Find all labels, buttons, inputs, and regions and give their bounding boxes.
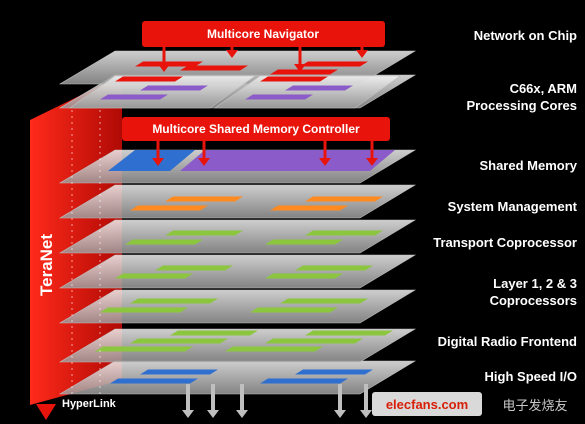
network-link [300, 61, 368, 67]
msmc-arrow-head [152, 158, 164, 166]
plane-system-management-block [165, 196, 243, 202]
msmc-bar [122, 117, 390, 141]
plane-layer123-upper-block [115, 273, 193, 279]
msmc-arrow-head [198, 158, 210, 166]
watermark: elecfans.com 电子发烧友 [372, 392, 568, 416]
navigator-arrow-head [158, 64, 170, 72]
io-arrow-head [334, 410, 346, 418]
network-link [180, 65, 248, 71]
navigator-arrow-head [294, 64, 306, 72]
plane-radio-block [305, 330, 393, 336]
io-arrow-head [182, 410, 194, 418]
plane-io-block [110, 378, 198, 384]
layer-label-radio: Digital Radio Frontend [437, 334, 577, 349]
plane-transport-block [265, 239, 343, 245]
plane-transport-block [125, 239, 203, 245]
plane-radio-block [95, 346, 193, 352]
plane-system-management-block [305, 196, 383, 202]
plane-io [58, 360, 417, 395]
plane-transport [58, 219, 417, 254]
teranet-label: TeraNet [37, 234, 56, 296]
layer-label-system-management: System Management [447, 199, 577, 214]
plane-transport-block [305, 230, 383, 236]
plane-layer123-upper-block [295, 265, 373, 271]
plane-layer123-upper-block [155, 265, 233, 271]
navigator-arrow-head [226, 50, 238, 58]
plane-transport-block [165, 230, 243, 236]
layer-label-transport: Transport Coprocessor [433, 235, 577, 250]
layer-label-layer123: Layer 1, 2 & 3 Coprocessors [489, 276, 577, 308]
layer-label-cores: C66x, ARM Processing Cores [466, 81, 577, 113]
plane-layer123-block [250, 307, 338, 313]
plane-layer123-upper [58, 254, 417, 289]
shared-memory-purple-block [180, 150, 395, 171]
plane-radio [58, 328, 417, 363]
multicore-navigator-bar [142, 21, 385, 47]
plane-radio-block [225, 346, 323, 352]
core-block [140, 85, 208, 91]
core-block [285, 85, 353, 91]
layer-label-shared-memory: Shared Memory [479, 158, 577, 173]
navigator-arrow-head [356, 50, 368, 58]
plane-system-management-block [270, 205, 348, 211]
io-arrow-head [360, 410, 372, 418]
core-block [260, 76, 328, 82]
plane-radio-block [170, 330, 258, 336]
plane-radio-block [130, 338, 228, 344]
core-cluster-left [69, 75, 256, 109]
io-arrow-head [236, 410, 248, 418]
watermark-cn: 电子发烧友 [502, 398, 567, 414]
msmc-label: Multicore Shared Memory Controller [152, 122, 360, 136]
layer-label-network: Network on Chip [473, 28, 577, 43]
network-link [270, 69, 338, 75]
shared-memory-blue-block [108, 150, 195, 171]
plane-layer123 [58, 289, 417, 324]
core-block [100, 94, 168, 100]
plane-io-block [295, 369, 373, 375]
plane-layer123-upper-block [265, 273, 343, 279]
plane-io-block [260, 378, 348, 384]
plane-radio-block [265, 338, 363, 344]
plane-io-block [140, 369, 218, 375]
msmc-arrow-head [319, 158, 331, 166]
layer-label-io: High Speed I/O [484, 369, 577, 384]
msmc-arrow-head [366, 158, 378, 166]
teranet-arrowhead [36, 404, 56, 420]
multicore-navigator-label: Multicore Navigator [207, 27, 319, 41]
plane-system-management-block [130, 205, 208, 211]
core-block [115, 76, 183, 82]
plane-layer123-block [100, 307, 188, 313]
plane-layer123-block [280, 298, 368, 304]
io-arrow-head [207, 410, 219, 418]
core-cluster-right [214, 75, 401, 109]
watermark-site: elecfans.com [386, 397, 468, 412]
hyperlink-label: HyperLink [62, 398, 117, 410]
core-block [245, 94, 313, 100]
plane-layer123-block [130, 298, 218, 304]
